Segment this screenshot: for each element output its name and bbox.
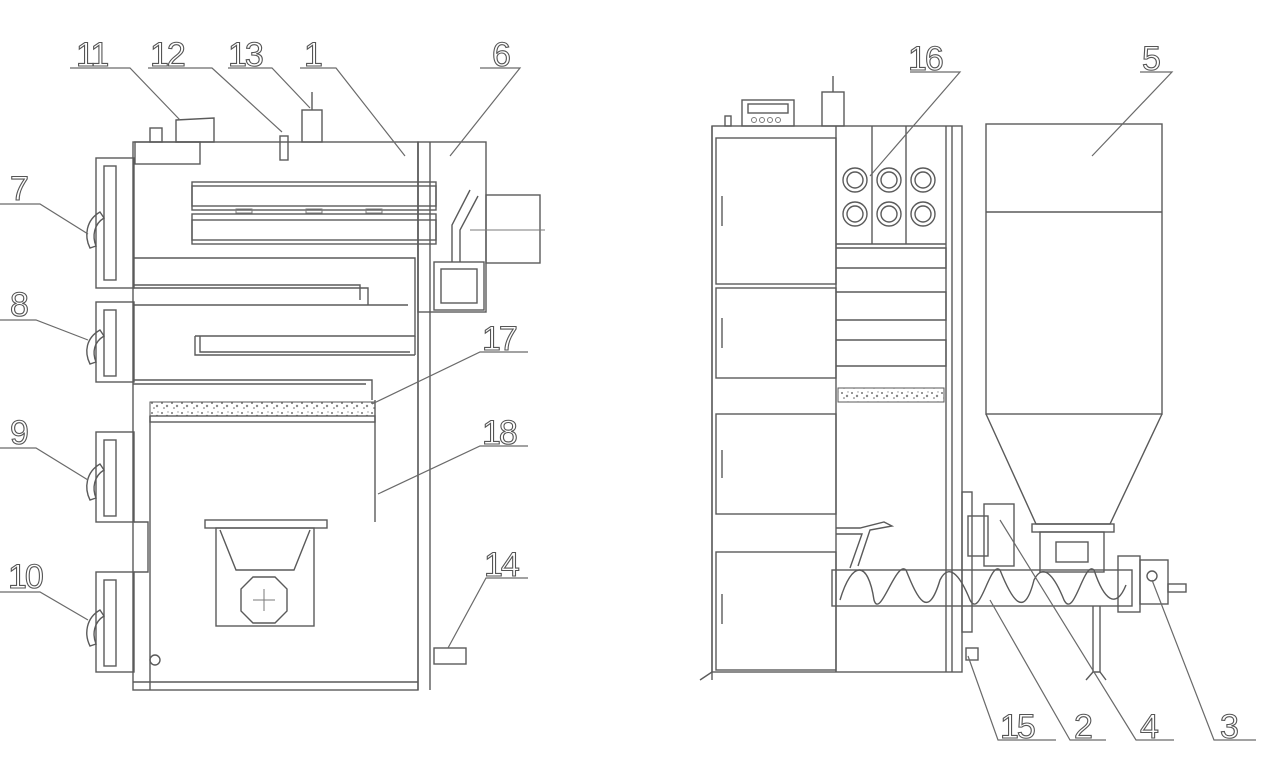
label-11: 11 — [76, 36, 108, 74]
top-fitting — [149, 127, 163, 143]
fuel-hopper-5 — [985, 123, 1163, 415]
side-door-1 — [715, 137, 837, 285]
door-7 — [86, 157, 135, 289]
label-15: 15 — [1000, 708, 1035, 746]
label-16: 16 — [908, 40, 943, 78]
label-4: 4 — [1140, 708, 1158, 746]
label-2: 2 — [1074, 708, 1092, 746]
label-13: 13 — [228, 36, 263, 74]
label-17: 17 — [482, 320, 517, 358]
part-number-labels: 11 12 13 1 6 7 8 9 10 17 18 14 16 5 15 2… — [7, 35, 1240, 746]
label-5: 5 — [1142, 40, 1160, 78]
control-panel — [741, 99, 795, 127]
left-view — [86, 92, 545, 691]
feed-screw-tube — [831, 569, 1133, 607]
leader-lines — [0, 67, 1256, 741]
side-door-2 — [715, 287, 837, 379]
sensor-12 — [279, 135, 289, 161]
refractory-layer-left — [149, 401, 376, 417]
drain-14 — [433, 647, 467, 665]
outlet-13 — [301, 109, 323, 143]
burner-head — [215, 527, 315, 627]
label-6: 6 — [492, 36, 510, 74]
door-8 — [86, 301, 135, 383]
label-7: 7 — [10, 170, 28, 208]
auger-spiral — [839, 568, 1127, 605]
flue-pipe — [485, 194, 541, 264]
door-10 — [86, 571, 135, 673]
motor-3 — [1139, 559, 1169, 605]
inspection-hatch — [440, 268, 478, 304]
fan-4 — [983, 503, 1015, 567]
label-3: 3 — [1220, 708, 1238, 746]
feeder-housing — [1039, 531, 1105, 573]
label-12: 12 — [150, 36, 185, 74]
refractory-layer-right — [837, 387, 945, 403]
cleaning-ports-16 — [842, 167, 936, 227]
label-10: 10 — [8, 558, 43, 596]
burner-flange — [204, 519, 328, 529]
label-1: 1 — [304, 36, 322, 74]
side-door-4 — [715, 551, 837, 671]
label-14: 14 — [484, 546, 519, 584]
label-9: 9 — [10, 414, 28, 452]
right-view — [699, 76, 1187, 681]
pipe-11 — [175, 117, 215, 143]
label-18: 18 — [482, 414, 517, 452]
side-door-3 — [715, 413, 837, 515]
label-8: 8 — [10, 286, 28, 324]
door-9 — [86, 431, 135, 523]
